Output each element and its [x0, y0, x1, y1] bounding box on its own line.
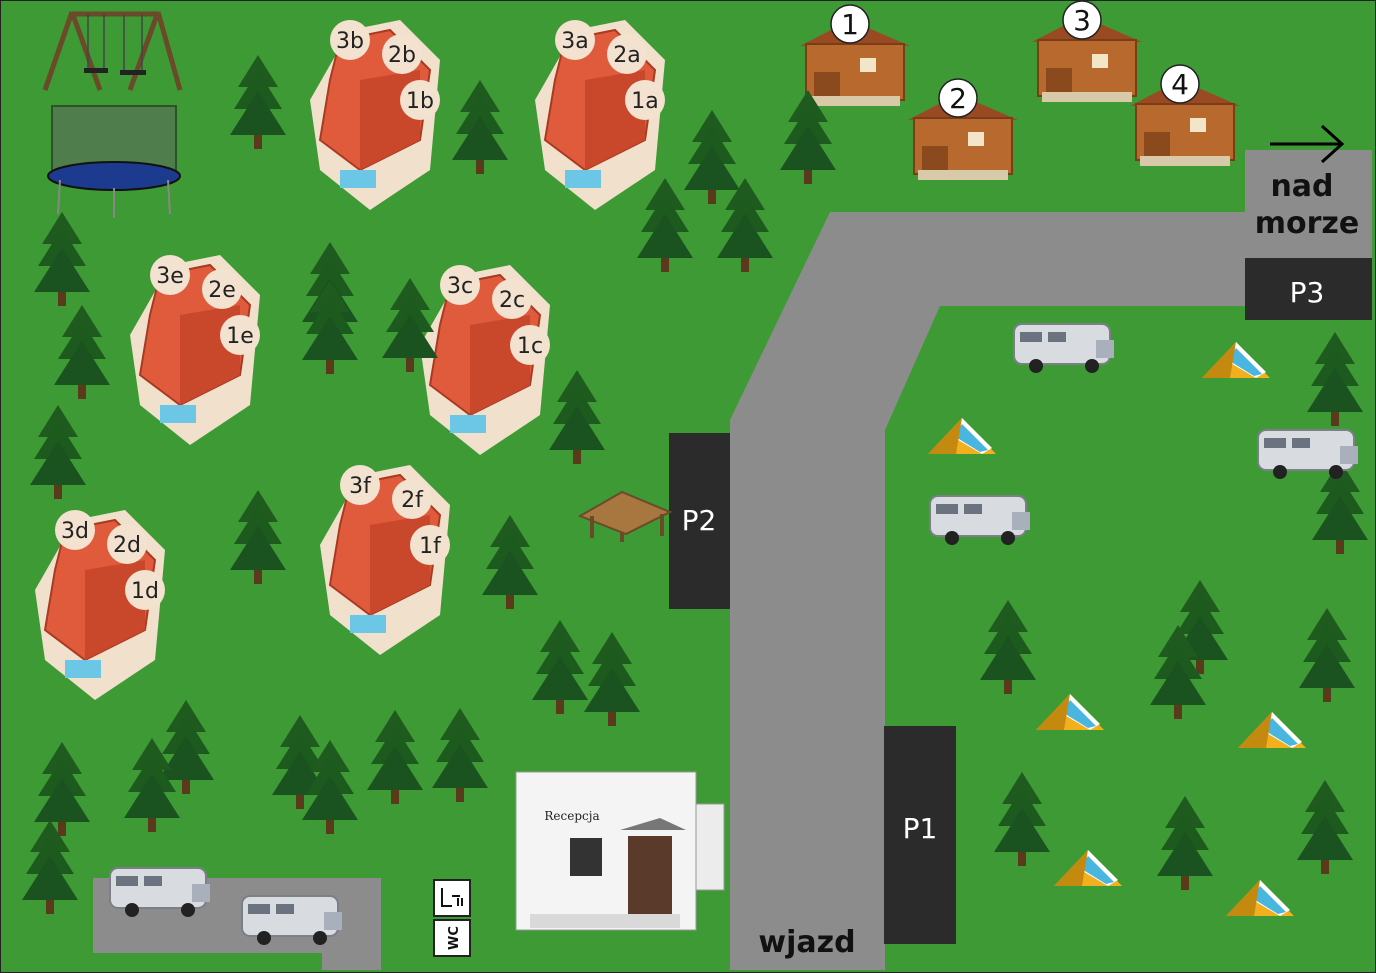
house-unit-label: 1a — [631, 89, 658, 114]
holiday-house[interactable]: 3c 2c 1c — [420, 265, 550, 455]
holiday-house[interactable]: 3a 2a 1a — [535, 20, 665, 210]
house-unit-label: 3d — [61, 519, 89, 544]
house-unit-label: 1d — [131, 579, 159, 604]
house-unit-label: 2a — [613, 43, 640, 68]
cabin-number-marker — [1160, 64, 1200, 104]
house-unit-marker[interactable] — [220, 315, 260, 355]
parking-p1-label: P1 — [903, 812, 938, 845]
house-unit-label: 2e — [208, 278, 236, 303]
cabin[interactable]: 4 — [1130, 64, 1240, 166]
entrance-label: wjazd — [758, 925, 855, 960]
house-unit-marker[interactable] — [410, 525, 450, 565]
sea-sign-line2: morze — [1255, 206, 1359, 241]
house-unit-marker[interactable] — [400, 80, 440, 120]
cabin-number-marker — [938, 78, 978, 118]
house-unit-marker[interactable] — [107, 524, 147, 564]
house-unit-label: 2c — [499, 288, 525, 313]
house-unit-marker[interactable] — [55, 510, 95, 550]
house-unit-marker[interactable] — [125, 570, 165, 610]
cabin-number-marker — [1062, 0, 1102, 40]
main-road — [730, 150, 1372, 970]
house-unit-label: 3f — [349, 474, 372, 499]
shower-sign[interactable] — [433, 879, 471, 917]
cabin-number: 2 — [949, 82, 967, 115]
house-unit-label: 3b — [336, 29, 364, 54]
house-unit-marker[interactable] — [555, 20, 595, 60]
holiday-house[interactable]: 3b 2b 1b — [310, 20, 440, 210]
house-unit-marker[interactable] — [330, 20, 370, 60]
holiday-house[interactable]: 3f 2f 1f — [320, 465, 450, 655]
cabin[interactable]: 1 — [800, 4, 910, 106]
parking-p3[interactable] — [1245, 258, 1372, 320]
rv-parking-exit — [322, 940, 381, 970]
cabin[interactable]: 2 — [908, 78, 1018, 180]
cabin-number-marker — [830, 4, 870, 44]
wc-sign[interactable] — [433, 919, 471, 957]
house-unit-label: 2f — [401, 488, 424, 513]
reception-building[interactable] — [515, 771, 725, 931]
house-unit-label: 1c — [517, 334, 543, 359]
wc-label: WC — [447, 926, 462, 950]
cabin-number: 4 — [1171, 68, 1189, 101]
parking-p2-label: P2 — [682, 504, 717, 537]
house-unit-label: 1b — [406, 89, 434, 114]
house-unit-marker[interactable] — [440, 265, 480, 305]
house-unit-marker[interactable] — [492, 279, 532, 319]
parking-p2[interactable] — [669, 433, 730, 609]
house-unit-label: 2b — [388, 43, 416, 68]
cabin[interactable]: 3 — [1032, 0, 1142, 102]
holiday-house[interactable]: 3e 2e 1e — [130, 255, 260, 445]
house-unit-label: 3a — [561, 29, 588, 54]
parking-p1[interactable] — [884, 726, 956, 944]
house-unit-marker[interactable] — [607, 34, 647, 74]
parking-p3-label: P3 — [1290, 276, 1325, 309]
house-unit-marker[interactable] — [510, 325, 550, 365]
reception-sign: Recepcja — [544, 809, 599, 823]
house-unit-label: 2d — [113, 533, 141, 558]
arrow-right-icon — [1270, 124, 1345, 164]
sea-sign-line1: nad — [1270, 169, 1333, 204]
house-unit-marker[interactable] — [625, 80, 665, 120]
house-unit-label: 1f — [419, 534, 442, 559]
cabin-number: 3 — [1073, 4, 1091, 37]
house-unit-label: 3c — [447, 274, 473, 299]
holiday-house[interactable]: 3d 2d 1d — [35, 510, 165, 700]
house-unit-label: 3e — [156, 264, 184, 289]
gazebo — [577, 490, 673, 542]
house-unit-label: 1e — [226, 324, 254, 349]
swing-set — [42, 11, 183, 91]
house-unit-marker[interactable] — [150, 255, 190, 295]
house-unit-marker[interactable] — [340, 465, 380, 505]
house-unit-marker[interactable] — [392, 479, 432, 519]
house-unit-marker[interactable] — [382, 34, 422, 74]
cabin-number: 1 — [841, 8, 859, 41]
shower-icon — [441, 888, 463, 907]
house-unit-marker[interactable] — [202, 269, 242, 309]
trampoline — [47, 105, 181, 218]
